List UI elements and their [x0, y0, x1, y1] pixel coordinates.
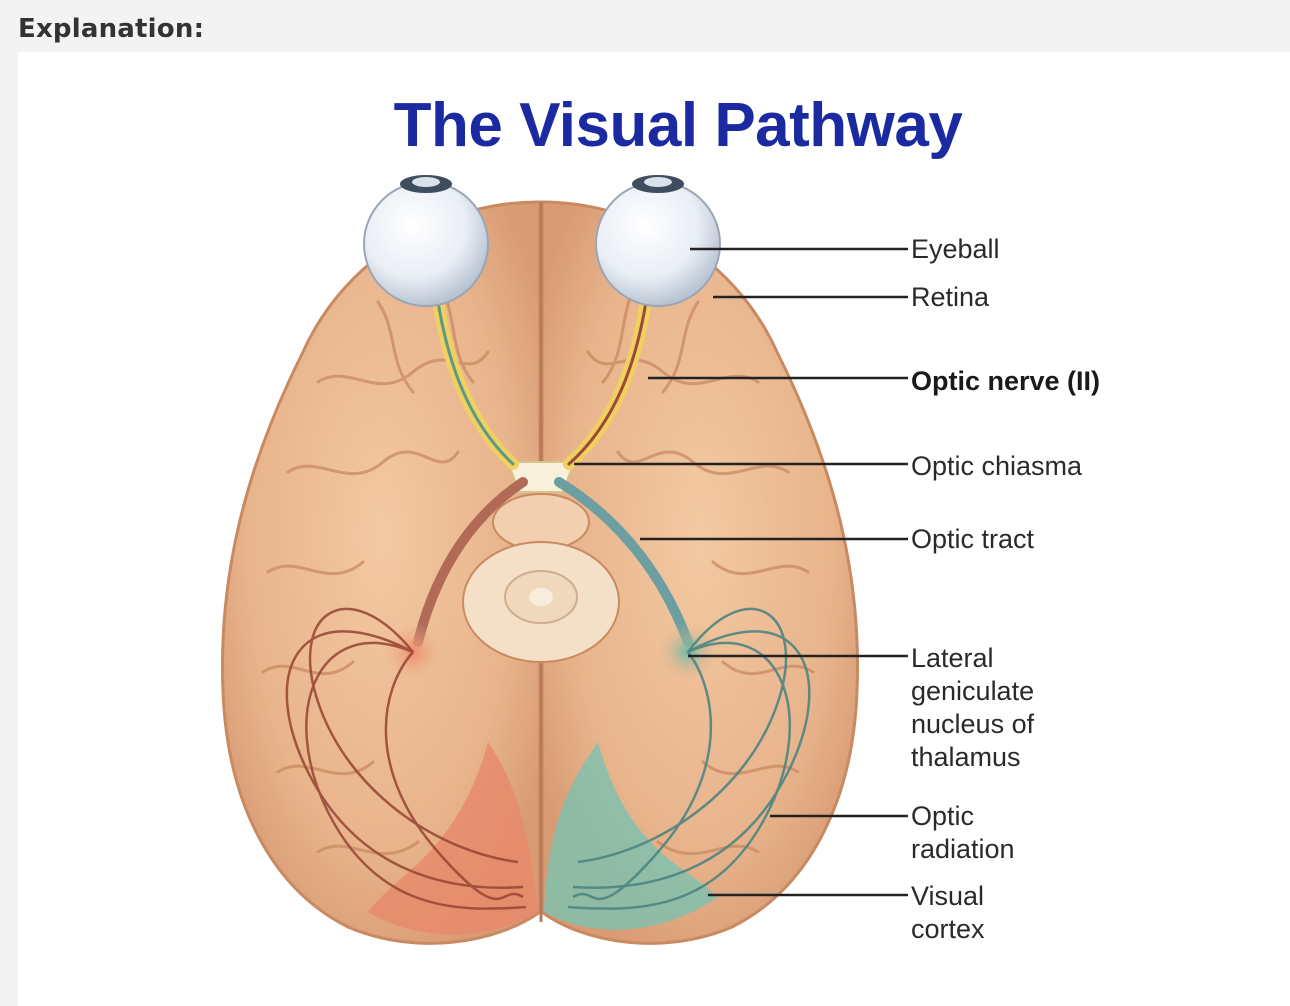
label-lgn-line3: nucleus of — [911, 709, 1035, 739]
label-visual-cortex-line2: cortex — [911, 914, 985, 944]
label-eyeball: Eyeball — [911, 234, 1000, 264]
label-lgn-line1: Lateral — [911, 643, 994, 673]
label-visual-cortex-line1: Visual — [911, 881, 985, 911]
visual-cortex-right — [544, 742, 718, 930]
label-retina: Retina — [911, 282, 990, 312]
eyeball-left — [363, 175, 489, 307]
label-optic-radiation: Optic radiation — [911, 800, 1015, 866]
label-optic-tract: Optic tract — [911, 524, 1035, 554]
optic-tract-right — [554, 477, 693, 647]
figure-title: The Visual Pathway — [393, 91, 963, 160]
explanation-heading: Explanation: — [18, 14, 205, 44]
visual-cortex-left — [368, 742, 538, 935]
label-visual-cortex: Visual cortex — [911, 880, 985, 946]
eyeball-right — [595, 175, 721, 307]
brainstem — [462, 493, 620, 663]
visual-pathway-diagram — [220, 175, 908, 945]
label-lgn-line4: thalamus — [911, 742, 1021, 772]
optic-tract-left — [413, 477, 528, 647]
label-optic-radiation-line2: radiation — [911, 834, 1015, 864]
leader-lines — [574, 247, 908, 897]
label-optic-nerve: Optic nerve (II) — [911, 366, 1101, 396]
explanation-card: The Visual Pathway Eyeball Retina Optic … — [18, 52, 1290, 1006]
optic-nerves — [432, 296, 652, 470]
label-optic-radiation-line1: Optic — [911, 801, 975, 831]
label-lgn-line2: geniculate — [911, 676, 1035, 706]
optic-radiation-left — [285, 607, 527, 910]
label-lgn: Lateral geniculate nucleus of thalamus — [911, 642, 1034, 774]
label-optic-chiasma: Optic chiasma — [911, 451, 1083, 481]
optic-radiation-right — [567, 607, 811, 910]
